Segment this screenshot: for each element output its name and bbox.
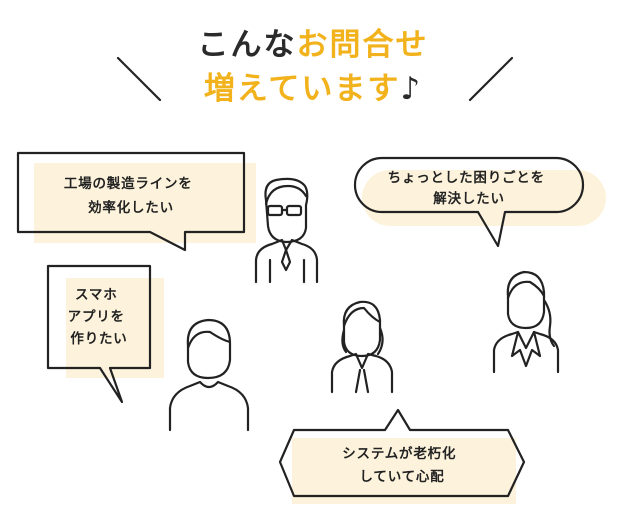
right-slash — [468, 56, 514, 102]
person-casual-man — [168, 318, 250, 432]
headline-accent-2: 増えています — [203, 71, 401, 107]
factory-text: 工場の製造ラインを 効率化したい — [64, 175, 198, 216]
legacy-text: システムが老朽化 していて心配 — [342, 445, 462, 485]
app-line-3: 作りたい — [70, 330, 127, 347]
legacy-line-1: システムが老朽化 — [342, 445, 456, 462]
speech-bubble-trouble — [353, 156, 606, 248]
speech-bubble-app — [46, 264, 164, 404]
left-slash — [116, 56, 162, 102]
headline-line-2: 増えています♪ — [0, 74, 626, 105]
trouble-line-2: 解決したい — [433, 190, 505, 207]
app-line-2: アプリを — [68, 309, 125, 325]
factory-line-1: 工場の製造ラインを — [64, 175, 193, 192]
person-short-hair-woman — [330, 300, 394, 394]
music-note-icon: ♪ — [400, 71, 423, 107]
speech-bubble-factory — [16, 151, 256, 252]
legacy-line-2: していて心配 — [360, 469, 445, 485]
app-line-1: スマホ — [75, 287, 118, 303]
trouble-line-1: ちょっとした困りごとを — [388, 169, 545, 186]
headline-line-1: こんなお問合せ — [0, 30, 626, 61]
person-ponytail-woman — [492, 270, 560, 374]
factory-line-2: 効率化したい — [88, 199, 174, 216]
speech-bubble-legacy — [278, 408, 526, 504]
person-glasses-man — [254, 177, 319, 284]
app-text: スマホ アプリを 作りたい — [68, 287, 131, 347]
headline-accent-1: お問合せ — [296, 27, 429, 63]
trouble-text: ちょっとした困りごとを 解決したい — [388, 169, 551, 207]
headline-plain-1: こんな — [197, 27, 297, 63]
